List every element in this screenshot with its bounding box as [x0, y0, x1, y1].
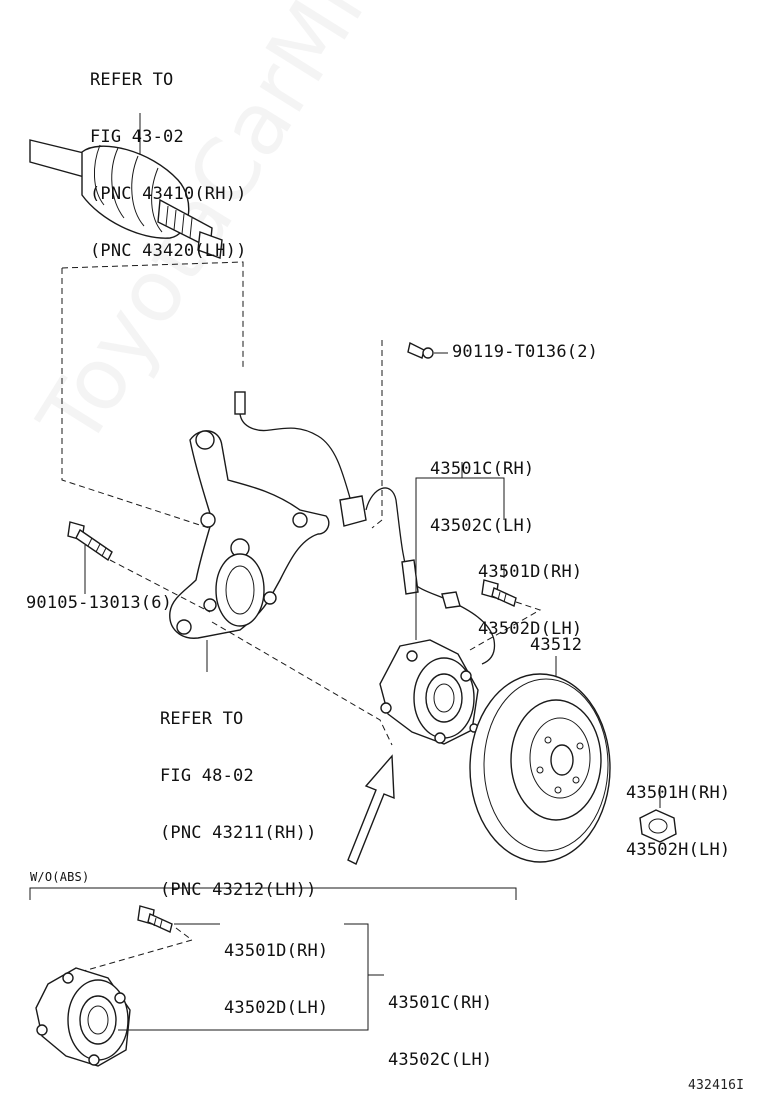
- small-bolt-top[interactable]: [407, 341, 434, 359]
- brake-disc-part-number[interactable]: 43512: [530, 635, 583, 655]
- wo-hub-assembly-part-number[interactable]: 43501C(RH) 43502C(LH): [388, 956, 492, 1089]
- drive-shaft-ref-line-3: (PNC 43410(RH)): [90, 184, 247, 204]
- hub-nut-part-number[interactable]: 43501H(RH) 43502H(LH): [626, 746, 730, 879]
- knuckle-ref-line-2: FIG 48-02: [160, 766, 254, 786]
- hub-nut[interactable]: [639, 809, 677, 843]
- wo-abs-frame: [29, 887, 517, 900]
- drive-shaft-ref-line-4: (PNC 43420(LH)): [90, 241, 247, 261]
- hub-assembly-part-number[interactable]: 43501C(RH) 43502C(LH): [430, 422, 534, 555]
- knuckle-ref-line-3: (PNC 43211(RH)): [160, 823, 317, 843]
- wo-hub-bolt-rh[interactable]: 43501D(RH): [224, 941, 329, 961]
- hub-c-lh[interactable]: 43502C(LH): [430, 516, 535, 536]
- drive-shaft-reference-label: REFER TO FIG 43-02 (PNC 43410(RH)) (PNC …: [90, 33, 247, 280]
- knuckle-bolt[interactable]: [67, 521, 113, 562]
- abs-sensor-wire[interactable]: [234, 391, 496, 665]
- drive-shaft-ref-line-1: REFER TO: [90, 70, 174, 90]
- knuckle-bolt-part-number[interactable]: 90105-13013(6): [26, 593, 173, 613]
- wo-hub-c-rh[interactable]: 43501C(RH): [388, 993, 493, 1013]
- hub-bolt-part-number[interactable]: 43501D(RH) 43502D(LH): [478, 525, 582, 658]
- brake-disc[interactable]: [469, 673, 611, 863]
- drive-shaft-ref-line-2: FIG 43-02: [90, 127, 184, 147]
- wo-abs-section-title: W/O(ABS): [30, 870, 90, 884]
- hub-c-rh[interactable]: 43501C(RH): [430, 459, 535, 479]
- wo-hub-c-lh[interactable]: 43502C(LH): [388, 1050, 493, 1070]
- steering-knuckle[interactable]: [169, 430, 330, 639]
- wo-hub-bolt-lh[interactable]: 43502D(LH): [224, 998, 329, 1018]
- knuckle-ref-line-4: (PNC 43212(LH)): [160, 880, 317, 900]
- hub-nut-lh[interactable]: 43502H(LH): [626, 840, 731, 860]
- direction-arrow: [347, 754, 395, 865]
- hub-bolt-lh[interactable]: 43502D(LH): [478, 619, 583, 639]
- wo-hub-assembly[interactable]: [35, 967, 131, 1067]
- bolt-top-part-number[interactable]: 90119-T0136(2): [452, 342, 599, 362]
- hub-bolt-rh[interactable]: 43501D(RH): [478, 562, 583, 582]
- figure-number: 432416I: [688, 1078, 745, 1093]
- hub-nut-rh[interactable]: 43501H(RH): [626, 783, 731, 803]
- knuckle-reference-label: REFER TO FIG 48-02 (PNC 43211(RH)) (PNC …: [160, 672, 317, 919]
- hub-bolt-main[interactable]: [481, 579, 517, 607]
- knuckle-ref-line-1: REFER TO: [160, 709, 244, 729]
- drive-shaft[interactable]: [29, 139, 223, 259]
- wo-hub-bolt[interactable]: [137, 905, 173, 933]
- hub-assembly-main[interactable]: [379, 639, 479, 745]
- wo-hub-bolt-part-number[interactable]: 43501D(RH) 43502D(LH): [224, 904, 328, 1037]
